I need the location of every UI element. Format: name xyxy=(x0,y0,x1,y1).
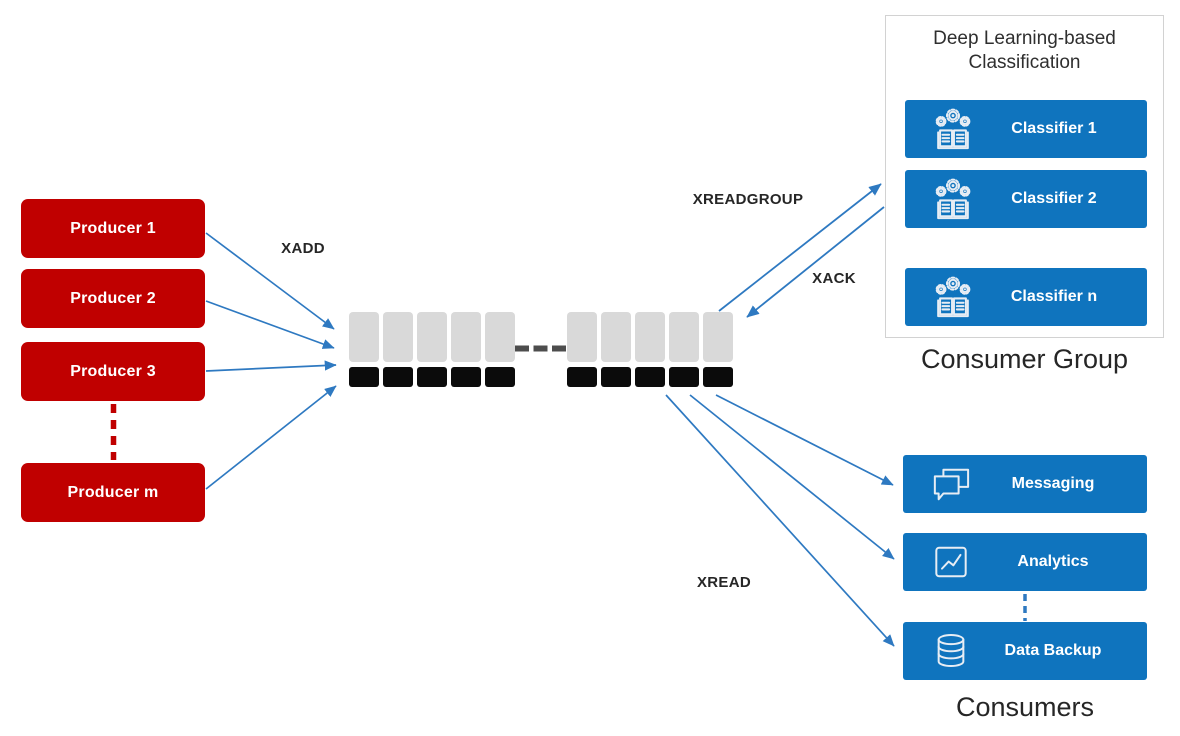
stream-entry-id xyxy=(635,367,665,387)
machine-learning-icon xyxy=(929,275,977,319)
stream-entry-id xyxy=(383,367,413,387)
producer-label: Producer 1 xyxy=(70,219,156,237)
stream-entry-id xyxy=(669,367,699,387)
stream-segment-a xyxy=(349,312,515,387)
stream-entry-id xyxy=(349,367,379,387)
producer-node-2: Producer 2 xyxy=(21,269,205,328)
consumer-node-analytics: Analytics xyxy=(903,533,1147,591)
stream-entry xyxy=(349,312,379,387)
xread-arrow-3 xyxy=(665,394,895,647)
producer-node-m: Producer m xyxy=(21,463,205,522)
classifier-node-2: Classifier 2 xyxy=(905,170,1147,228)
xread-label: XREAD xyxy=(696,574,751,591)
stream-entry-body xyxy=(703,312,733,362)
stream-entry xyxy=(567,312,597,387)
xread-arrow-1 xyxy=(715,394,894,486)
stream-entry-body xyxy=(383,312,413,362)
producer-node-1: Producer 1 xyxy=(21,199,205,258)
xack-arrow xyxy=(746,206,885,318)
consumer-node-messaging: Messaging xyxy=(903,455,1147,513)
stream-entry xyxy=(635,312,665,387)
stream-entry xyxy=(669,312,699,387)
stream-entry-body xyxy=(635,312,665,362)
stream-entry-body xyxy=(601,312,631,362)
stream-segment-b xyxy=(567,312,733,387)
producer-node-3: Producer 3 xyxy=(21,342,205,401)
stream-entry-body xyxy=(417,312,447,362)
producer-label: Producer 2 xyxy=(70,289,156,307)
stream-entry-body xyxy=(485,312,515,362)
classifier-node-1: Classifier 1 xyxy=(905,100,1147,158)
xadd-arrow-2 xyxy=(205,300,335,349)
stream-entry-body xyxy=(567,312,597,362)
xadd-label: XADD xyxy=(281,240,325,257)
consumers-caption: Consumers xyxy=(955,692,1095,722)
xread-arrow-2 xyxy=(689,394,895,560)
producer-label: Producer 3 xyxy=(70,362,156,380)
stream-entry-body xyxy=(451,312,481,362)
machine-learning-icon xyxy=(929,177,977,221)
stream-entry xyxy=(601,312,631,387)
stream-entry xyxy=(417,312,447,387)
consumer-label: Analytics xyxy=(1017,553,1089,570)
classifier-label: Classifier 2 xyxy=(1011,190,1097,207)
classifier-node-n: Classifier n xyxy=(905,268,1147,326)
stream-entry-id xyxy=(485,367,515,387)
stream-entry-id xyxy=(567,367,597,387)
stream-entry xyxy=(451,312,481,387)
consumer-label: Messaging xyxy=(1011,475,1095,492)
machine-learning-icon xyxy=(929,107,977,151)
classifier-label: Classifier n xyxy=(1010,288,1098,305)
stream-entry-id xyxy=(601,367,631,387)
consumer-group-caption: Consumer Group xyxy=(920,344,1129,374)
stream-entry-id xyxy=(703,367,733,387)
consumer-node-data-backup: Data Backup xyxy=(903,622,1147,680)
xack-label: XACK xyxy=(812,270,856,287)
stream-entry xyxy=(383,312,413,387)
stream-entry-body xyxy=(349,312,379,362)
xadd-arrow-4 xyxy=(205,385,337,490)
database-icon xyxy=(927,631,975,671)
stream-entry-body xyxy=(669,312,699,362)
producer-label: Producer m xyxy=(67,483,159,501)
consumer-group-title: Deep Learning-based Classification xyxy=(933,28,1116,74)
xreadgroup-label: XREADGROUP xyxy=(692,191,804,208)
line-chart-icon xyxy=(927,544,975,580)
stream-entry-id xyxy=(451,367,481,387)
consumer-label: Data Backup xyxy=(1004,642,1102,659)
stream-entry-id xyxy=(417,367,447,387)
classifier-label: Classifier 1 xyxy=(1011,120,1097,137)
xadd-arrow-3 xyxy=(205,360,337,372)
stream-entry xyxy=(485,312,515,387)
chat-bubbles-icon xyxy=(927,465,975,503)
stream-entry xyxy=(703,312,733,387)
